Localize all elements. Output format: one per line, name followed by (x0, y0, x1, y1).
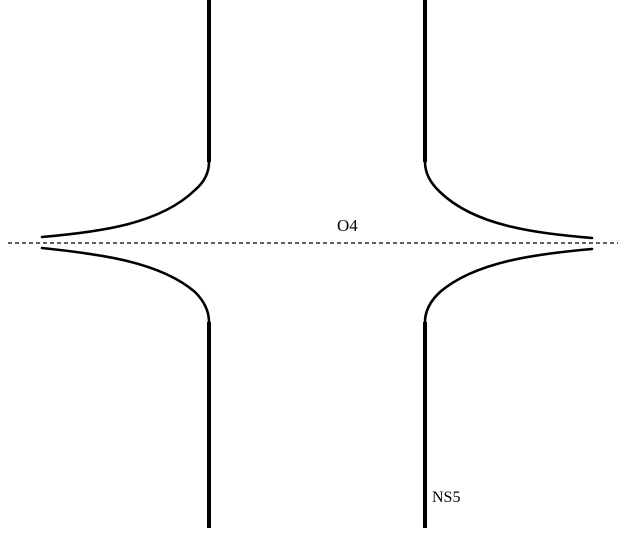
right-lower-flare (423, 247, 594, 324)
right-upper-flare (423, 160, 594, 240)
wall-label: NS5 (432, 489, 461, 506)
center-line-label: O4 (337, 216, 358, 235)
left-lower-flare (40, 246, 211, 324)
left-upper-flare (40, 160, 211, 239)
